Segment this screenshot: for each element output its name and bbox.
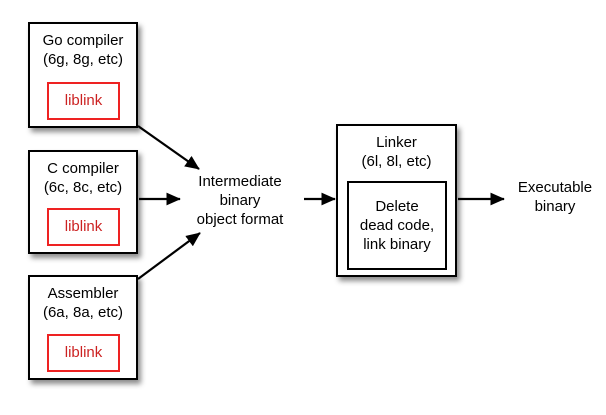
liblink-box-go-compiler[interactable]: liblink — [47, 82, 120, 120]
node-linker[interactable]: Linker (6l, 8l, etc) Delete dead code, l… — [336, 124, 457, 277]
node-go-compiler-title: Go compiler (6g, 8g, etc) — [42, 32, 124, 68]
liblink-label: liblink — [64, 218, 103, 235]
label-executable-binary: Executable binary — [517, 179, 593, 215]
node-c-compiler-title: C compiler (6c, 8c, etc) — [43, 160, 123, 196]
label-intermediate-binary-object-format: Intermediate binary object format — [196, 173, 284, 228]
node-go-compiler[interactable]: Go compiler (6g, 8g, etc) liblink — [28, 22, 138, 128]
liblink-label: liblink — [64, 92, 103, 109]
liblink-box-assembler[interactable]: liblink — [47, 334, 120, 372]
node-c-compiler[interactable]: C compiler (6c, 8c, etc) liblink — [28, 150, 138, 254]
arrow-go-to-intermediate — [137, 125, 200, 170]
node-assembler-title: Assembler (6a, 8a, etc) — [42, 285, 124, 321]
liblink-label: liblink — [64, 344, 103, 361]
linker-inner-label: Delete dead code, link binary — [359, 198, 435, 253]
linker-inner-box[interactable]: Delete dead code, link binary — [347, 181, 447, 270]
arrow-assembler-to-intermediate — [137, 232, 201, 280]
liblink-box-c-compiler[interactable]: liblink — [47, 208, 120, 246]
node-assembler[interactable]: Assembler (6a, 8a, etc) liblink — [28, 275, 138, 380]
node-linker-title: Linker (6l, 8l, etc) — [361, 134, 432, 170]
